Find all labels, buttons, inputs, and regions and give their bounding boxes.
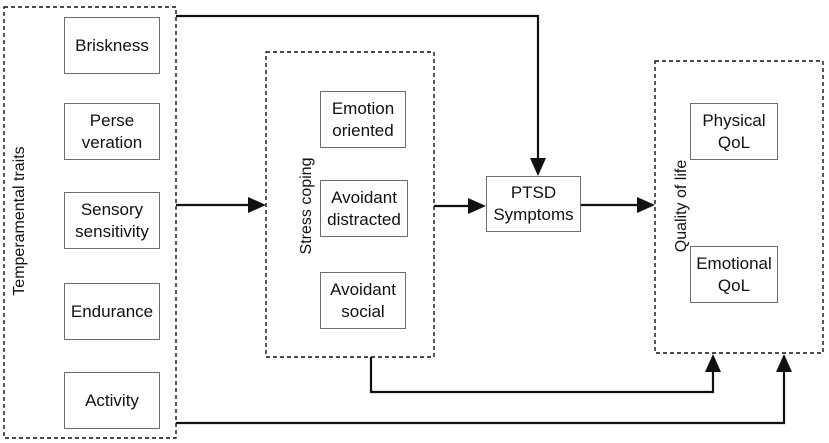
perseveration-line2: veration: [81, 132, 143, 152]
physical-qol-line1: Physical: [702, 110, 766, 130]
arrowhead-ptsd-top: [530, 158, 546, 176]
ptsd-line1: PTSD: [510, 183, 557, 202]
activity-text: Activity: [85, 390, 139, 410]
arrowhead-coping: [248, 197, 266, 213]
briskness-text: Briskness: [75, 35, 149, 55]
emotional-qol-line1: Emotional: [696, 253, 772, 273]
temperamental-group-border: [3, 6, 177, 439]
activity-box: Activity: [64, 372, 160, 429]
ptsd-symptoms-box: PTSD Symptoms: [486, 176, 581, 232]
avoidant-social-line1: Avoidant: [330, 279, 396, 299]
ptsd-line2: Symptoms: [493, 205, 574, 224]
emotional-qol-line2: QoL: [717, 275, 751, 295]
avoidant-distracted-line2: distracted: [327, 209, 401, 229]
emotion-oriented-line1: Emotion: [331, 98, 395, 118]
perseveration-line1: Perse: [89, 110, 135, 130]
sensory-sensitivity-line2: sensitivity: [75, 221, 149, 241]
arrow-coping-to-qol: [369, 357, 715, 394]
endurance-text: Endurance: [70, 301, 154, 321]
stress-coping-label: Stress coping: [298, 157, 315, 255]
coping-group-border: [265, 51, 435, 358]
briskness-box: Briskness: [64, 17, 160, 74]
arrowhead-qol-left: [637, 197, 655, 213]
arrowhead-qol-bottom-1: [705, 354, 721, 372]
arrowhead-qol-bottom-2: [776, 354, 792, 372]
physical-qol-line2: QoL: [717, 132, 751, 152]
emotional-qol-box: Emotional QoL: [690, 246, 778, 303]
avoidant-social-box: Avoidant social: [320, 272, 406, 329]
temperamental-traits-label: Temperamental traits: [11, 146, 28, 296]
avoidant-distracted-line1: Avoidant: [331, 187, 397, 207]
emotion-oriented-line2: oriented: [332, 120, 394, 140]
sensory-sensitivity-box: Sensory sensitivity: [64, 192, 160, 249]
physical-qol-box: Physical QoL: [690, 103, 778, 160]
arrow-temperament-to-qol: [176, 369, 786, 425]
avoidant-distracted-box: Avoidant distracted: [320, 180, 408, 237]
sensory-sensitivity-line1: Sensory: [80, 199, 144, 219]
avoidant-social-line2: social: [341, 301, 385, 321]
arrowhead-ptsd-left: [468, 198, 486, 214]
perseveration-box: Perse veration: [64, 103, 160, 160]
arrow-temperament-to-ptsd: [176, 14, 540, 162]
emotion-oriented-box: Emotion oriented: [320, 91, 406, 148]
qol-group-border: [654, 60, 824, 354]
endurance-box: Endurance: [64, 283, 160, 340]
